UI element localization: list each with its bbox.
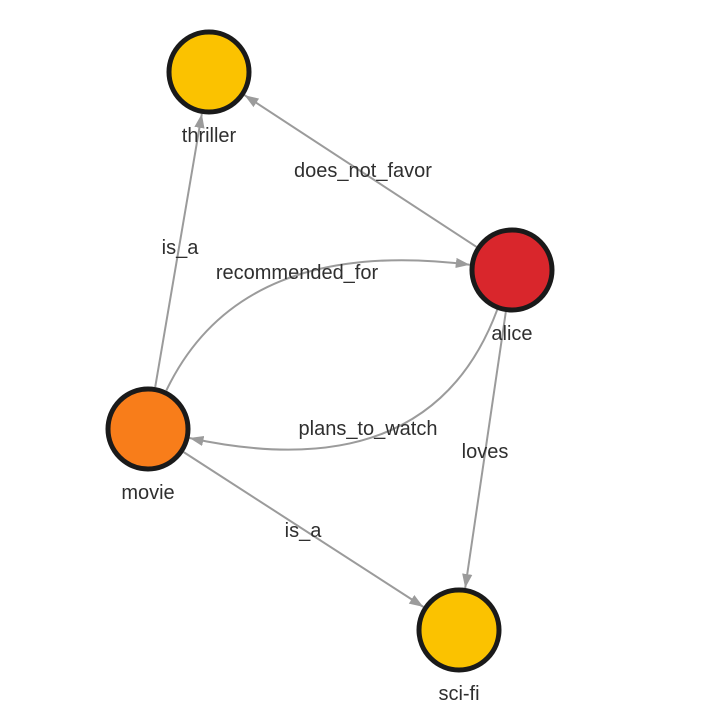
edge-label-loves: loves bbox=[462, 441, 509, 463]
node-label-movie: movie bbox=[121, 482, 174, 504]
edge-label-plans_to_watch: plans_to_watch bbox=[299, 418, 438, 440]
edge-movie-sci-fi[interactable] bbox=[183, 451, 424, 608]
node-movie[interactable] bbox=[105, 386, 191, 472]
edge-label-is_a: is_a bbox=[162, 237, 200, 259]
edge-movie-alice[interactable] bbox=[165, 257, 470, 392]
node-alice[interactable] bbox=[469, 227, 555, 313]
node-sci-fi[interactable] bbox=[416, 587, 502, 673]
node-thriller[interactable] bbox=[166, 29, 252, 115]
edge-alice-sci-fi[interactable] bbox=[462, 311, 507, 589]
edge-label-recommended_for: recommended_for bbox=[216, 262, 379, 284]
edge-label-is_a: is_a bbox=[285, 520, 323, 542]
edge-alice-movie[interactable] bbox=[189, 309, 499, 451]
edge-movie-thriller[interactable] bbox=[154, 113, 205, 388]
node-label-thriller: thriller bbox=[182, 125, 237, 147]
edge-label-does_not_favor: does_not_favor bbox=[294, 160, 432, 182]
node-label-alice: alice bbox=[491, 323, 532, 345]
node-label-sci-fi: sci-fi bbox=[438, 683, 479, 705]
edge-alice-thriller[interactable] bbox=[244, 94, 477, 248]
